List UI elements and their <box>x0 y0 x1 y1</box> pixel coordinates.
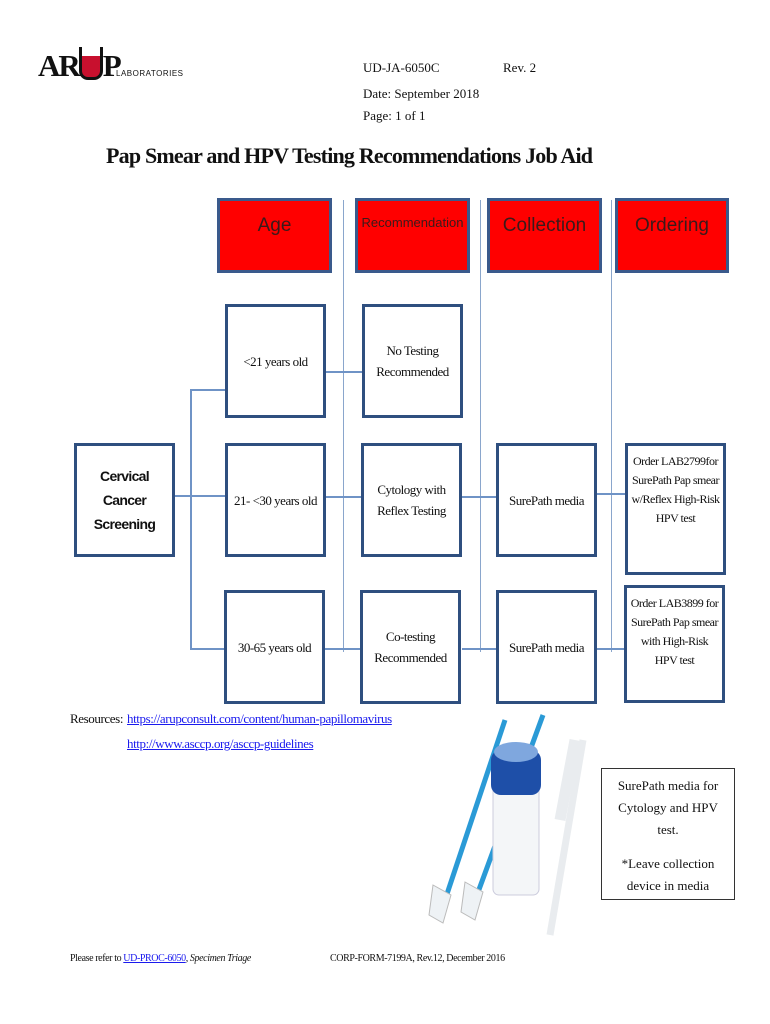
collection-box: SurePath media <box>496 443 597 557</box>
collection-label: SurePath media <box>509 639 584 655</box>
collection-label: SurePath media <box>509 492 584 508</box>
age-box-under-21: <21 years old <box>225 304 326 418</box>
footer-prefix: Please refer to <box>70 953 124 964</box>
connector <box>325 496 362 498</box>
doc-page: Page: 1 of 1 <box>363 108 426 123</box>
doc-rev: Rev. 2 <box>503 60 537 75</box>
logo-subtext: LABORATORIES <box>116 69 184 78</box>
connector <box>325 648 362 650</box>
header-collection: Collection <box>487 198 602 273</box>
collection-box: SurePath media <box>496 590 597 704</box>
connector <box>596 493 625 495</box>
age-box-21-30: 21- <30 years old <box>225 443 326 557</box>
recommendation-label: No Testing Recommended <box>376 343 449 379</box>
ordering-box: Order LAB2799for SurePath Pap smear w/Re… <box>625 443 726 575</box>
connector <box>190 648 225 650</box>
age-label: 30-65 years old <box>237 639 312 655</box>
recommendation-box: No Testing Recommended <box>362 304 463 418</box>
header-ordering: Ordering <box>615 198 729 273</box>
footer-reference: Please refer to UD-PROC-6050, Specimen T… <box>70 953 251 964</box>
connector <box>596 648 625 650</box>
column-divider <box>343 200 344 652</box>
note-line-2: *Leave collection device in media <box>621 856 715 893</box>
footer-proc-link[interactable]: UD-PROC-6050 <box>123 953 186 964</box>
doc-id: UD-JA-6050C <box>363 60 440 75</box>
recommendation-box: Cytology with Reflex Testing <box>361 443 462 557</box>
recommendation-label: Co-testing Recommended <box>374 629 447 665</box>
ordering-label: Order LAB3899 for SurePath Pap smear wit… <box>630 596 719 667</box>
connector <box>190 389 225 391</box>
resources-label: Resources: <box>70 711 124 726</box>
age-label: <21 years old <box>243 353 308 369</box>
age-box-30-65: 30-65 years old <box>224 590 325 704</box>
recommendation-label: Cytology with Reflex Testing <box>377 482 446 518</box>
footer-form-id: CORP-FORM-7199A, Rev.12, December 2016 <box>330 953 505 964</box>
footer-suffix: , Specimen Triage <box>185 953 252 964</box>
resource-link-arupconsult[interactable]: https://arupconsult.com/content/human-pa… <box>127 711 392 726</box>
header-recommendation: Recommendation <box>355 198 470 273</box>
root-label: Cervical Cancer Screening <box>93 468 156 532</box>
column-divider <box>480 200 481 652</box>
resource-link-asccp[interactable]: http://www.asccp.org/asccp-guidelines <box>127 736 314 751</box>
connector <box>462 648 496 650</box>
surepath-note-box: SurePath media for Cytology and HPV test… <box>601 768 735 900</box>
root-cervical-cancer-screening: Cervical Cancer Screening <box>74 443 175 557</box>
note-line-1: SurePath media for Cytology and HPV test… <box>617 778 719 837</box>
column-divider <box>611 200 612 652</box>
page-title: Pap Smear and HPV Testing Recommendation… <box>106 143 593 168</box>
connector <box>325 371 362 373</box>
surepath-collection-kit-image <box>428 714 587 936</box>
bracket-line <box>190 389 192 649</box>
ordering-label: Order LAB2799for SurePath Pap smear w/Re… <box>631 454 721 525</box>
age-label: 21- <30 years old <box>234 492 317 508</box>
connector <box>174 495 225 497</box>
doc-date: Date: September 2018 <box>363 86 480 101</box>
connector <box>462 496 496 498</box>
header-age: Age <box>217 198 332 273</box>
recommendation-box: Co-testing Recommended <box>360 590 461 704</box>
ordering-box: Order LAB3899 for SurePath Pap smear wit… <box>624 585 725 703</box>
